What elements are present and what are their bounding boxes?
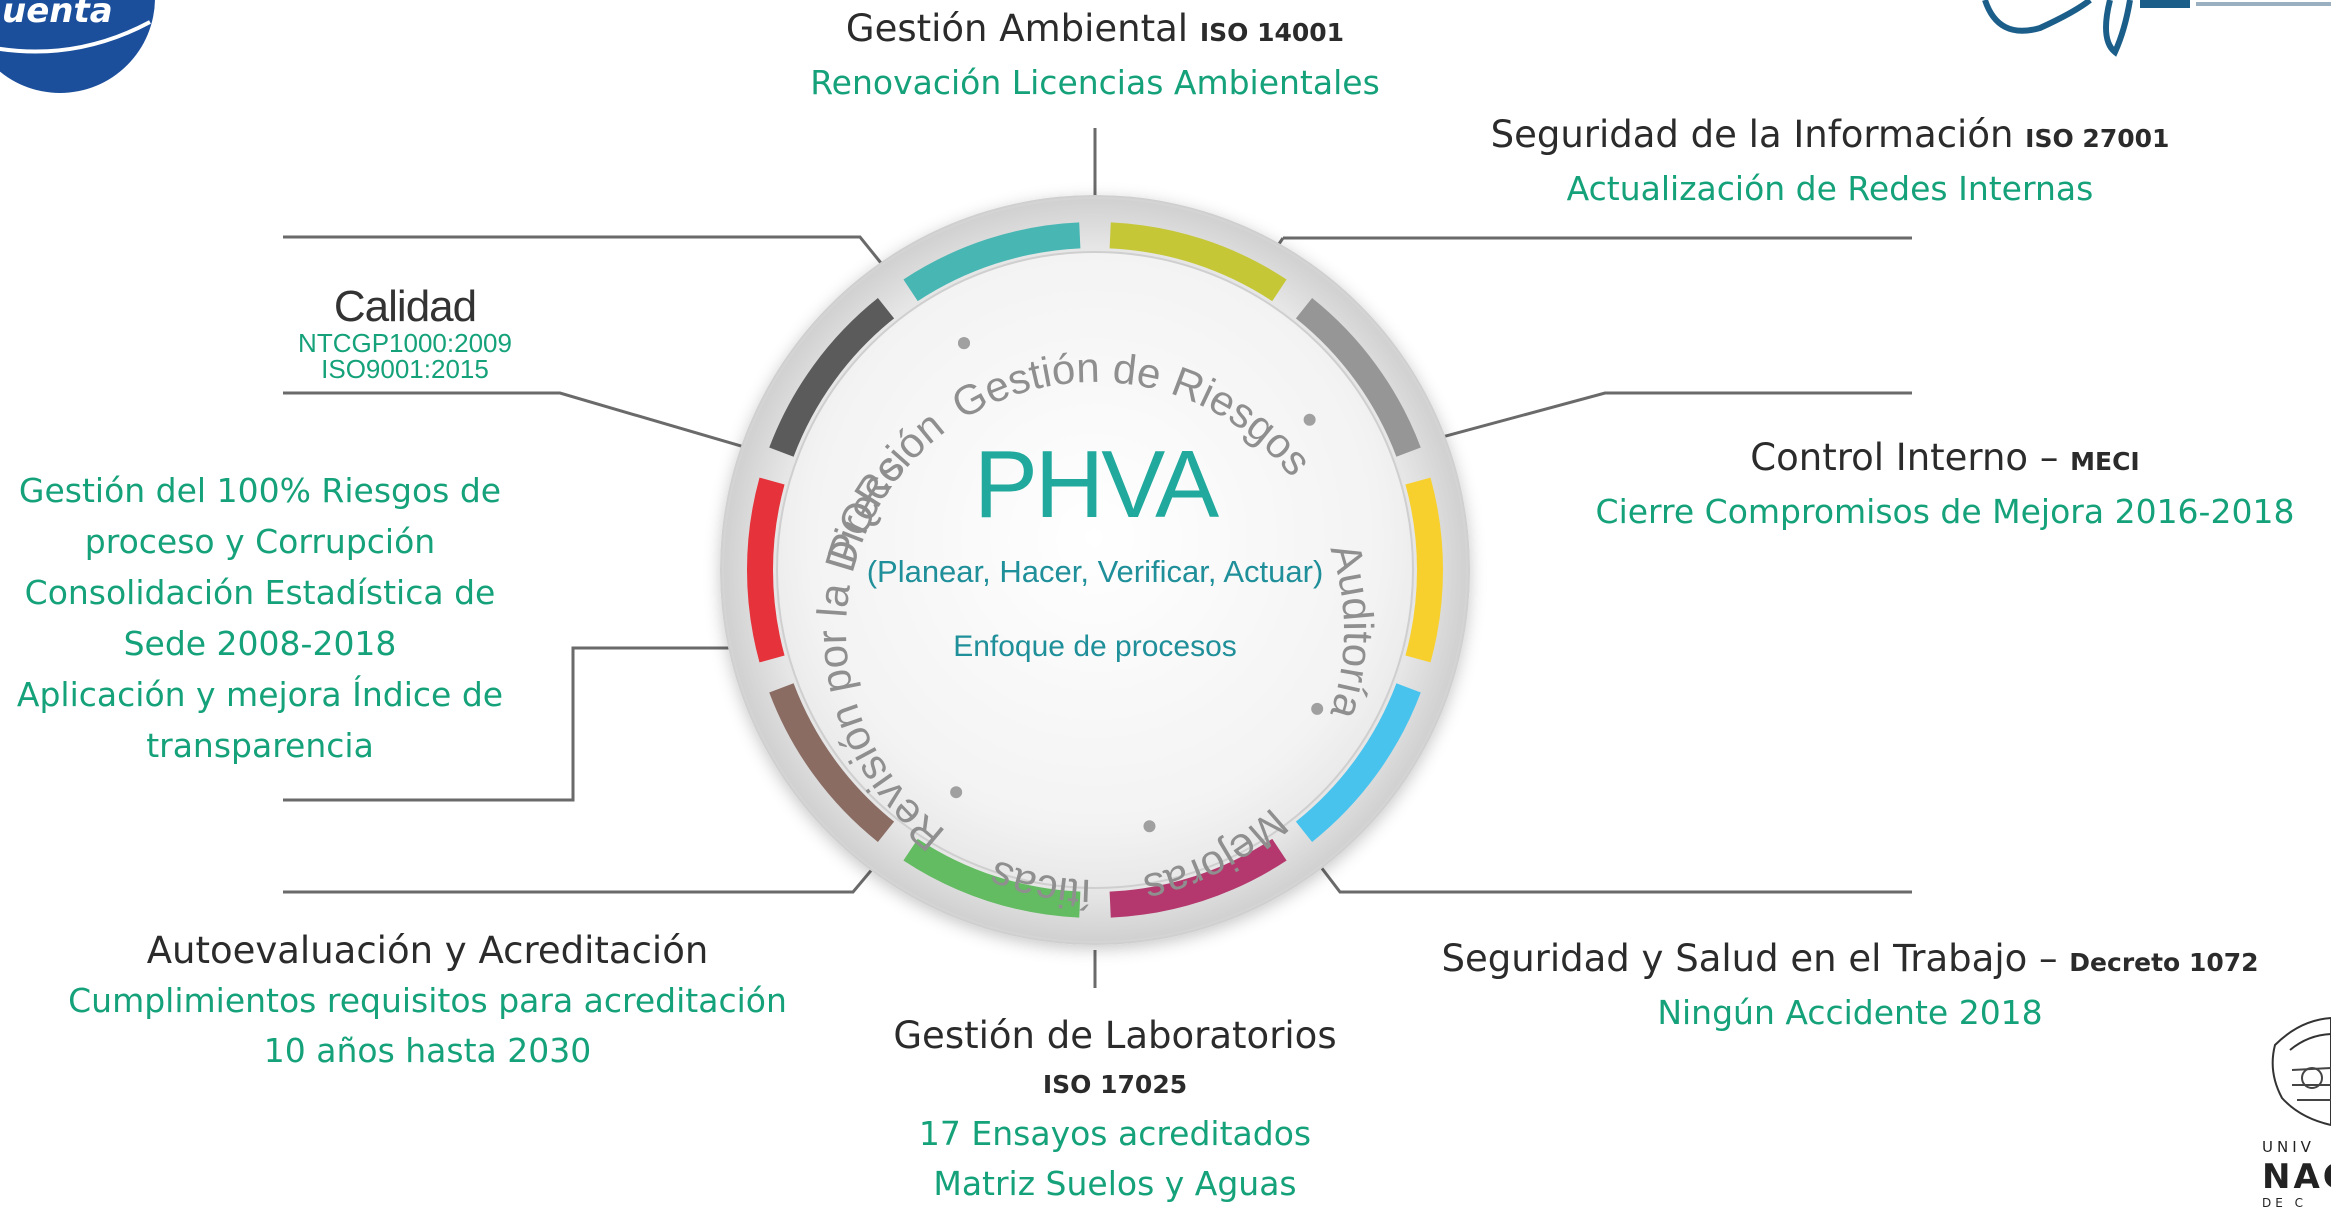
- ring-segment-teal: [903, 222, 1081, 302]
- ring-dot-4: [950, 786, 963, 799]
- riesgos-line-2: proceso y Corrupción: [84, 522, 436, 561]
- laboratorios-line-2: Matriz Suelos y Aguas: [933, 1164, 1297, 1203]
- center-caption: Enfoque de procesos: [953, 630, 1237, 663]
- control-interno-dash: –: [2039, 436, 2059, 479]
- sst-detail: Ningún Accidente 2018: [1657, 993, 2043, 1032]
- label-riesgos: Gestión del 100% Riesgos de proceso y Co…: [0, 465, 520, 771]
- connector-sst: [1283, 819, 1912, 894]
- ring-dot-3: [1143, 820, 1156, 833]
- laboratorios-iso: ISO 17025: [1042, 1070, 1188, 1099]
- sst-title: Seguridad y Salud en el Trabajo: [1441, 937, 2028, 980]
- ring-segment-charcoal: [769, 298, 895, 457]
- connector-lines: [283, 128, 1912, 988]
- label-laboratorios: Gestión de Laboratorios ISO 17025 17 Ens…: [800, 1011, 1430, 1209]
- sst-dash: –: [2039, 937, 2058, 980]
- connector-calidad-top: [283, 235, 887, 269]
- control-interno-iso: MECI: [2070, 447, 2140, 476]
- seguridad-info-detail: Actualización de Redes Internas: [1566, 169, 2094, 208]
- riesgos-line-1: Gestión del 100% Riesgos de: [18, 471, 502, 510]
- autoevaluacion-line-2: 10 años hasta 2030: [263, 1031, 592, 1070]
- laboratorios-line-1: 17 Ensayos acreditados: [918, 1114, 1312, 1153]
- seguridad-info-title: Seguridad de la Información: [1490, 113, 2014, 156]
- connector-autoevaluacion: [283, 841, 897, 894]
- logo-top-left: uenta: [0, 0, 155, 93]
- ring-segment-olive: [1109, 222, 1287, 302]
- riesgos-line-3: Consolidación Estadística de: [24, 573, 496, 612]
- logo-br-line-3: DE C: [2262, 1196, 2308, 1210]
- calidad-norm-2: ISO9001:2015: [321, 354, 489, 384]
- logo-br-line-1: UNIV: [2262, 1138, 2315, 1156]
- connector-control-interno: [1371, 391, 1912, 458]
- ring-segment-blue: [1295, 683, 1421, 842]
- ring-segment-yellow: [1405, 477, 1444, 663]
- autoevaluacion-title: Autoevaluación y Acreditación: [146, 929, 709, 972]
- logo-br-line-2: NAC: [2262, 1157, 2331, 1197]
- label-sst: Seguridad y Salud en el Trabajo – Decret…: [1400, 934, 2300, 1038]
- riesgos-line-6: transparencia: [146, 726, 374, 765]
- autoevaluacion-line-1: Cumplimientos requisitos para acreditaci…: [68, 981, 787, 1020]
- sst-iso: Decreto 1072: [2069, 948, 2259, 977]
- riesgos-line-4: Sede 2008-2018: [123, 624, 397, 663]
- logo-top-right: [1982, 0, 2331, 57]
- label-autoevaluacion: Autoevaluación y Acreditación Cumplimien…: [30, 926, 825, 1076]
- logo-bottom-right-text: UNIV NAC DE C: [2262, 1136, 2331, 1210]
- ring-segments: [747, 222, 1444, 918]
- ring-segment-gray: [1295, 298, 1421, 457]
- logo-bottom-right: [2271, 1016, 2331, 1127]
- gestion-ambiental-iso: ISO 14001: [1199, 18, 1345, 47]
- center-subtitle: (Planear, Hacer, Verificar, Actuar): [867, 554, 1324, 589]
- label-calidad: Calidad NTCGP1000:2009 ISO9001:2015: [255, 282, 555, 384]
- calidad-norm-1: NTCGP1000:2009: [298, 328, 512, 358]
- ring-dot-2: [1311, 702, 1324, 715]
- gestion-ambiental-title: Gestión Ambiental: [845, 7, 1189, 50]
- ring-dot-5: [958, 337, 970, 350]
- connector-calidad: [283, 391, 783, 460]
- inner-disk: [776, 251, 1414, 889]
- laboratorios-title: Gestión de Laboratorios: [893, 1014, 1337, 1057]
- ring-dot-1: [1303, 413, 1316, 426]
- ring-segment-magenta: [1109, 838, 1287, 918]
- seguridad-info-iso: ISO 27001: [2025, 124, 2170, 153]
- connector-riesgos: [283, 646, 732, 802]
- label-seguridad-informacion: Seguridad de la Información ISO 27001 Ac…: [1440, 110, 2220, 214]
- ring-segment-red: [747, 477, 785, 663]
- riesgos-line-5: Aplicación y mejora Índice de: [16, 675, 504, 714]
- label-control-interno: Control Interno – MECI Cierre Compromiso…: [1560, 433, 2330, 537]
- control-interno-title: Control Interno: [1750, 436, 2029, 479]
- calidad-title: Calidad: [333, 282, 477, 331]
- label-gestion-ambiental: Gestión Ambiental ISO 14001 Renovación L…: [760, 4, 1430, 108]
- center-title: PHVA: [974, 431, 1219, 538]
- gestion-ambiental-detail: Renovación Licencias Ambientales: [810, 63, 1380, 102]
- ring-segment-green: [903, 838, 1081, 918]
- logo-top-left-text: uenta: [2, 0, 113, 31]
- ring-segment-brown: [769, 683, 895, 842]
- control-interno-detail: Cierre Compromisos de Mejora 2016-2018: [1595, 492, 2295, 531]
